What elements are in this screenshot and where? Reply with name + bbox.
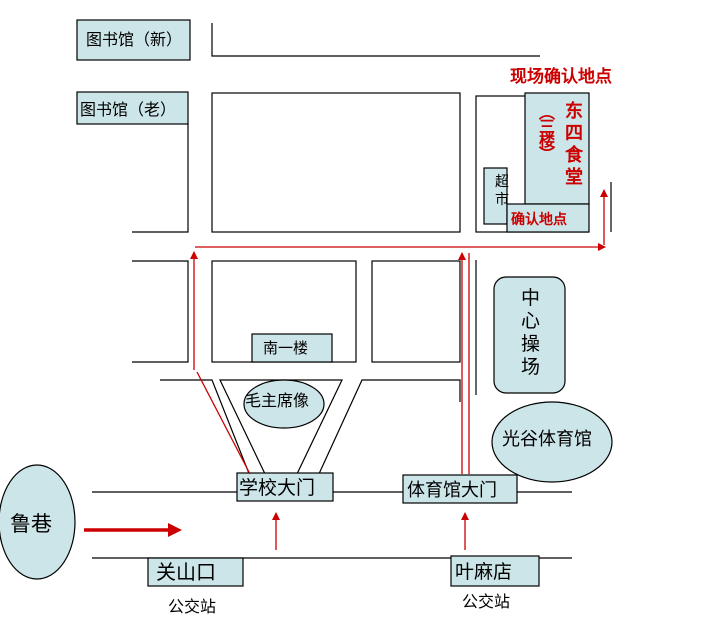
bus-stop-left-label: 公交站 xyxy=(168,597,216,616)
supermarket-label: 超市 xyxy=(495,174,509,208)
guanshankou-box xyxy=(147,557,244,587)
gym-gate-box xyxy=(402,474,518,504)
nan-yi-lou-label: 南一楼 xyxy=(263,339,308,357)
school-gate-label: 学校大门 xyxy=(239,477,315,499)
library-new-box xyxy=(76,19,191,61)
buildings xyxy=(0,19,613,587)
confirm-point-top-label: 现场确认地点 xyxy=(510,66,612,87)
nan-yi-lou-box xyxy=(251,333,333,363)
route xyxy=(190,189,608,550)
dongsi-canteen-box xyxy=(524,92,590,205)
arrow-from-luxiang-head xyxy=(168,523,182,537)
luxiang-label: 鲁巷 xyxy=(10,512,52,536)
library-old-label: 图书馆（老） xyxy=(80,100,176,119)
third-floor-label: ︵三楼︶ xyxy=(539,103,555,164)
bus-stop-right-label: 公交站 xyxy=(462,592,510,611)
dongsi-canteen-label: 东四食堂 xyxy=(564,100,584,188)
mao-statue-ellipse xyxy=(243,379,325,429)
road-west-statue xyxy=(160,379,251,477)
road-left-lower xyxy=(132,260,189,363)
library-new-label: 图书馆（新） xyxy=(86,30,182,49)
block-south-b xyxy=(371,260,461,363)
road-top-north xyxy=(211,23,540,57)
central-field-label: 中心操场 xyxy=(521,287,540,378)
road-left-upper xyxy=(132,123,189,233)
school-gate-box xyxy=(236,472,334,502)
central-field-box xyxy=(493,276,566,394)
library-old-box xyxy=(76,91,189,125)
guanshankou-label: 关山口 xyxy=(156,560,216,584)
yemadian-label: 叶麻店 xyxy=(455,561,512,583)
guanggu-gym-ellipse xyxy=(491,401,613,483)
yemadian-box xyxy=(450,555,540,587)
confirm-point-box xyxy=(506,203,590,233)
guanggu-gym-label: 光谷体育馆 xyxy=(502,429,592,450)
mao-statue-label: 毛主席像 xyxy=(245,391,309,410)
gym-gate-label: 体育馆大门 xyxy=(407,480,497,501)
luxiang-ellipse xyxy=(0,464,76,580)
confirm-point-label: 确认地点 xyxy=(511,211,567,228)
blocks xyxy=(211,92,589,363)
supermarket-box xyxy=(483,167,508,225)
road-east-statue xyxy=(317,379,461,477)
block-central-north xyxy=(211,92,461,233)
route-left-diagonal xyxy=(196,371,251,475)
